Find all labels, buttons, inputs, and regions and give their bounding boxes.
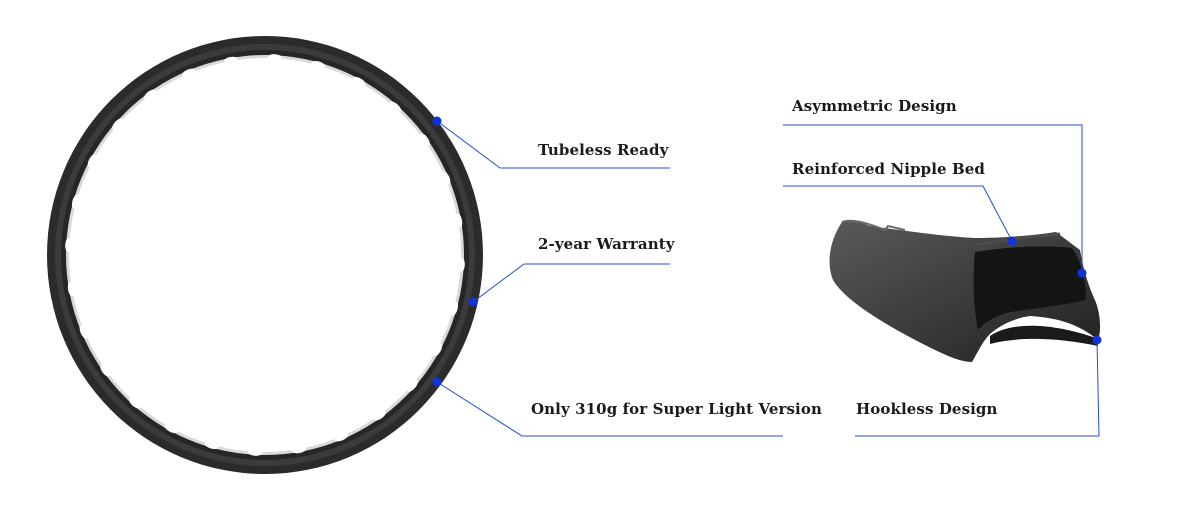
spoke-hole bbox=[352, 76, 366, 86]
spoke-hole bbox=[334, 433, 349, 442]
spoke-hole bbox=[311, 60, 326, 68]
callout-dot-nipple-bed bbox=[1007, 236, 1017, 246]
spoke-hole bbox=[181, 68, 196, 77]
spoke-hole bbox=[65, 238, 72, 253]
callout-dot-warranty bbox=[468, 297, 478, 307]
callout-dot-hookless bbox=[1092, 335, 1102, 345]
callout-line-warranty bbox=[472, 263, 670, 303]
callout-line-tubeless bbox=[436, 120, 670, 169]
callout-lines bbox=[436, 120, 1100, 437]
label-super-light-weight: Only 310g for Super Light Version bbox=[531, 400, 822, 418]
profile-lower-flange bbox=[990, 325, 1098, 346]
spoke-hole bbox=[374, 411, 386, 421]
spoke-hole bbox=[100, 364, 110, 377]
spoke-hole bbox=[389, 101, 402, 112]
profile-top-edge bbox=[841, 219, 906, 232]
spoke-hole bbox=[248, 449, 263, 456]
rim-profile bbox=[829, 219, 1101, 362]
spoke-hole bbox=[223, 56, 238, 64]
spoke-hole bbox=[455, 213, 463, 228]
callout-dot-asymmetric bbox=[1077, 268, 1087, 278]
callout-dot-light bbox=[432, 377, 442, 387]
callout-line-nipple-bed bbox=[783, 185, 1013, 242]
label-two-year-warranty: 2-year Warranty bbox=[538, 235, 675, 253]
spoke-hole bbox=[144, 89, 156, 99]
spoke-hole bbox=[204, 442, 219, 450]
rim-center bbox=[69, 58, 461, 452]
spoke-hole bbox=[112, 118, 123, 130]
spoke-hole bbox=[128, 398, 141, 409]
spoke-hole bbox=[292, 446, 307, 454]
label-asymmetric-design: Asymmetric Design bbox=[792, 97, 957, 115]
spoke-hole bbox=[442, 171, 451, 185]
spoke-hole bbox=[420, 133, 430, 146]
callout-dot-tubeless bbox=[432, 116, 442, 126]
label-reinforced-nipple-bed: Reinforced Nipple Bed bbox=[792, 160, 986, 178]
callout-line-light bbox=[436, 381, 783, 437]
spoke-hole bbox=[433, 343, 443, 357]
callout-line-hookless bbox=[855, 339, 1100, 437]
spoke-hole bbox=[71, 194, 79, 209]
spoke-hole bbox=[451, 301, 459, 316]
spoke-hole bbox=[67, 282, 75, 297]
callout-dots bbox=[432, 116, 1102, 387]
label-hookless-design: Hookless Design bbox=[856, 400, 998, 418]
spoke-hole bbox=[87, 153, 97, 167]
profile-inner-cavity bbox=[973, 246, 1086, 330]
spoke-hole bbox=[458, 257, 465, 272]
spoke-hole bbox=[407, 380, 418, 392]
spoke-holes bbox=[65, 54, 465, 456]
label-tubeless-ready: Tubeless Ready bbox=[538, 141, 669, 159]
rim-wheel bbox=[47, 36, 483, 474]
spoke-hole bbox=[79, 325, 88, 339]
spoke-hole bbox=[267, 54, 282, 61]
callout-line-asymmetric bbox=[783, 124, 1083, 273]
spoke-hole bbox=[164, 424, 178, 434]
profile-nipple-bed-ridge bbox=[974, 232, 1061, 247]
